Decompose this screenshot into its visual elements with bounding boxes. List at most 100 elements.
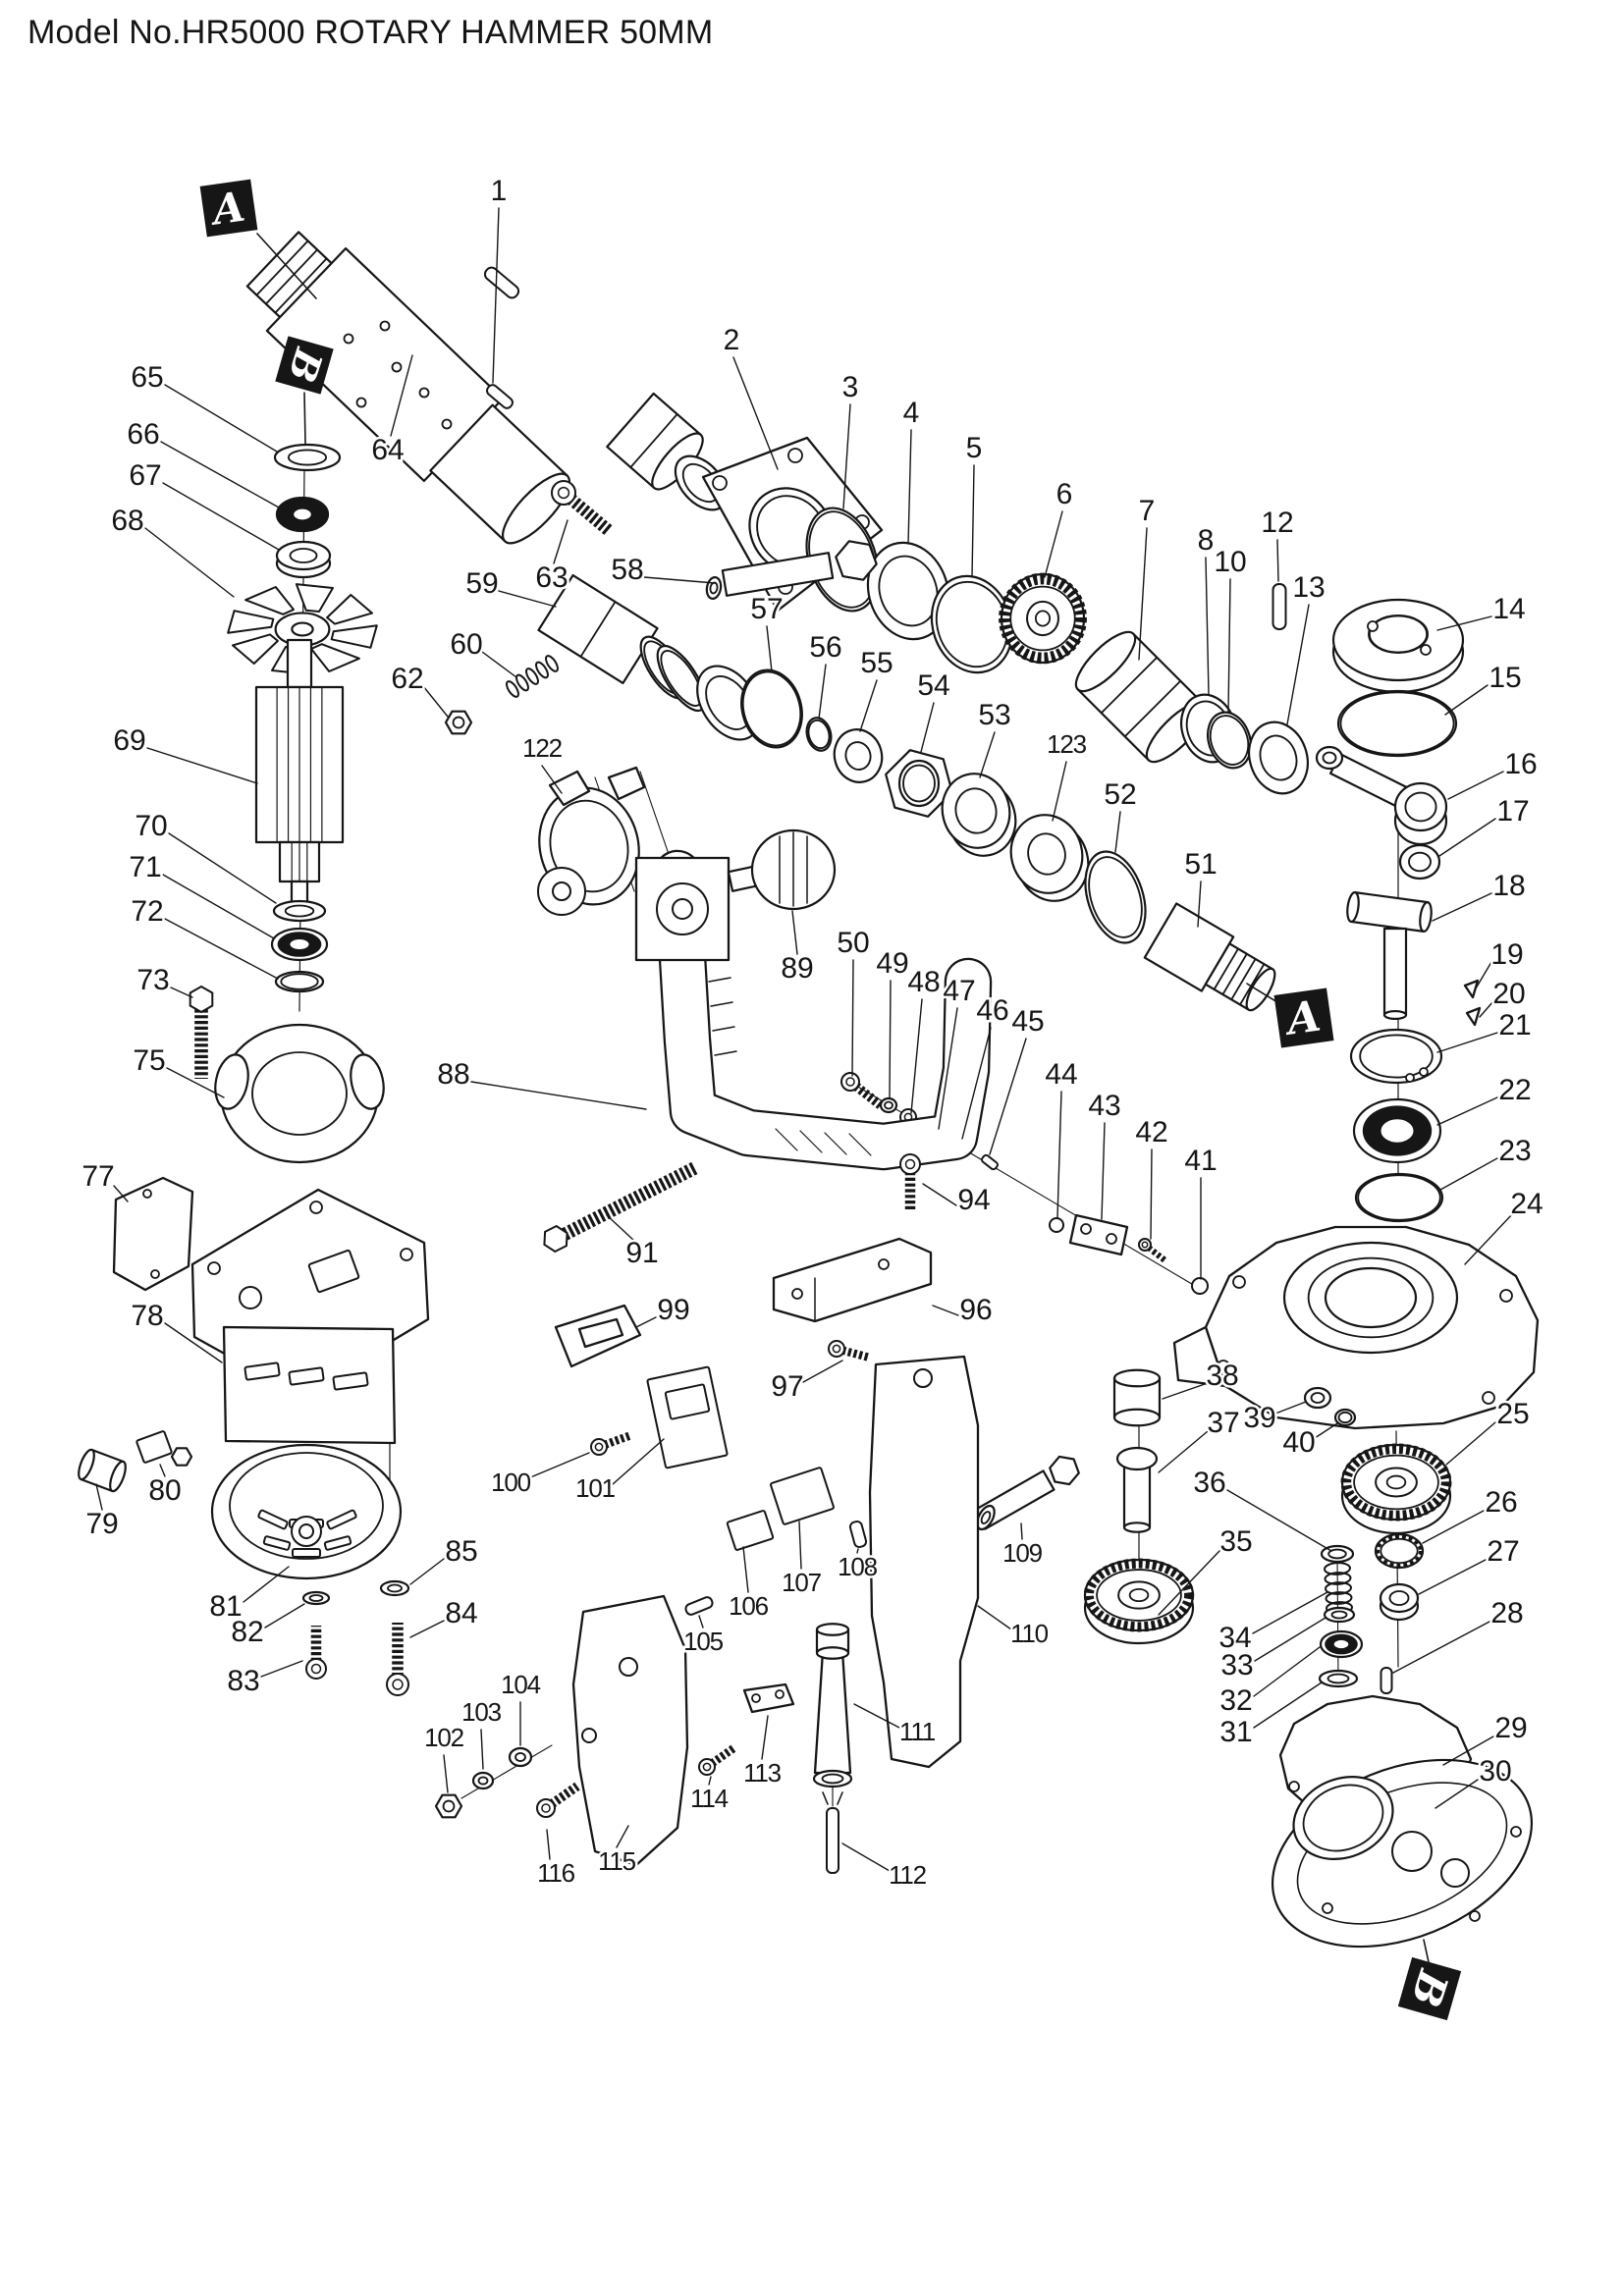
part-label-62: 62	[391, 663, 423, 695]
part-label-112: 112	[889, 1860, 927, 1890]
marker-a-mid: A	[1273, 988, 1334, 1048]
part-label-59: 59	[465, 567, 498, 600]
part-label-64: 64	[371, 434, 404, 466]
part-label-97: 97	[771, 1370, 803, 1403]
part-label-2: 2	[724, 324, 740, 356]
leader-lines	[95, 207, 1514, 1872]
part-label-34: 34	[1218, 1622, 1251, 1654]
part-label-110: 110	[1010, 1619, 1049, 1648]
part-label-107: 107	[782, 1568, 822, 1597]
part-label-67: 67	[129, 459, 161, 492]
part-label-72: 72	[131, 895, 163, 928]
part-label-123: 123	[1047, 729, 1087, 759]
part-label-15: 15	[1489, 662, 1521, 694]
part-label-5: 5	[966, 432, 983, 464]
part-label-80: 80	[148, 1474, 181, 1507]
part-label-65: 65	[131, 361, 163, 394]
part-label-66: 66	[127, 418, 159, 451]
part-label-100: 100	[491, 1468, 531, 1497]
part-label-57: 57	[750, 593, 783, 625]
part-label-81: 81	[209, 1590, 242, 1623]
part-label-113: 113	[743, 1758, 782, 1788]
part-label-77: 77	[81, 1160, 114, 1193]
part-label-4: 4	[903, 397, 920, 429]
part-label-106: 106	[729, 1591, 769, 1621]
part-label-7: 7	[1139, 495, 1156, 527]
part-label-82: 82	[231, 1616, 263, 1648]
part-label-23: 23	[1498, 1135, 1531, 1167]
part-label-58: 58	[611, 554, 643, 586]
part-label-6: 6	[1056, 478, 1073, 510]
part-label-103: 103	[461, 1697, 502, 1727]
part-label-75: 75	[133, 1044, 165, 1077]
part-label-36: 36	[1193, 1467, 1225, 1499]
part-label-48: 48	[907, 966, 940, 998]
part-label-24: 24	[1510, 1188, 1543, 1220]
part-label-29: 29	[1494, 1712, 1527, 1744]
part-label-109: 109	[1002, 1538, 1043, 1568]
part-label-12: 12	[1261, 507, 1293, 539]
part-label-28: 28	[1490, 1597, 1523, 1629]
part-label-22: 22	[1498, 1074, 1531, 1106]
part-label-50: 50	[837, 927, 869, 959]
part-label-19: 19	[1490, 938, 1523, 971]
part-label-101: 101	[575, 1473, 616, 1503]
part-label-37: 37	[1207, 1407, 1239, 1439]
part-label-55: 55	[860, 647, 893, 679]
part-label-102: 102	[424, 1723, 464, 1752]
part-label-17: 17	[1496, 795, 1529, 828]
part-label-41: 41	[1184, 1145, 1217, 1177]
part-label-52: 52	[1104, 778, 1136, 811]
part-label-63: 63	[535, 561, 568, 594]
part-label-8: 8	[1198, 524, 1215, 557]
part-label-115: 115	[598, 1846, 636, 1876]
part-label-111: 111	[899, 1717, 936, 1746]
marker-b-top: B	[275, 336, 334, 395]
part-label-71: 71	[129, 851, 161, 883]
part-label-14: 14	[1492, 593, 1525, 625]
part-label-31: 31	[1219, 1716, 1252, 1748]
part-label-79: 79	[85, 1508, 118, 1540]
part-label-114: 114	[690, 1784, 729, 1813]
part-label-96: 96	[959, 1294, 992, 1326]
part-label-85: 85	[445, 1535, 477, 1568]
part-label-94: 94	[957, 1184, 990, 1216]
part-label-16: 16	[1504, 748, 1537, 780]
part-label-70: 70	[135, 810, 167, 842]
part-label-21: 21	[1498, 1009, 1531, 1041]
part-label-10: 10	[1214, 546, 1246, 578]
part-label-27: 27	[1487, 1535, 1519, 1568]
part-label-73: 73	[136, 964, 169, 996]
part-label-30: 30	[1479, 1755, 1511, 1788]
part-label-108: 108	[838, 1552, 878, 1581]
part-label-116: 116	[537, 1858, 575, 1888]
part-label-122: 122	[522, 733, 563, 763]
part-label-35: 35	[1219, 1525, 1252, 1558]
part-label-42: 42	[1135, 1116, 1167, 1148]
part-label-40: 40	[1282, 1426, 1315, 1459]
part-label-25: 25	[1496, 1398, 1529, 1430]
part-label-38: 38	[1206, 1360, 1238, 1392]
part-label-43: 43	[1088, 1090, 1120, 1122]
part-label-44: 44	[1045, 1058, 1077, 1091]
part-label-20: 20	[1492, 978, 1525, 1010]
part-label-49: 49	[876, 947, 908, 980]
part-label-46: 46	[976, 994, 1008, 1027]
part-label-78: 78	[131, 1300, 163, 1332]
part-label-88: 88	[437, 1058, 469, 1091]
part-label-3: 3	[842, 371, 859, 403]
parts-artwork	[78, 231, 1540, 1949]
part-label-51: 51	[1184, 848, 1217, 881]
part-label-32: 32	[1219, 1684, 1252, 1717]
part-label-53: 53	[978, 699, 1010, 731]
part-label-47: 47	[943, 975, 975, 1007]
part-label-45: 45	[1011, 1005, 1044, 1038]
part-label-54: 54	[917, 669, 949, 702]
part-label-89: 89	[781, 952, 813, 985]
page-title: Model No.HR5000 ROTARY HAMMER 50MM	[27, 14, 714, 51]
marker-b-bottom: B	[1397, 1956, 1462, 2021]
part-label-99: 99	[657, 1294, 689, 1326]
part-label-105: 105	[683, 1627, 724, 1656]
